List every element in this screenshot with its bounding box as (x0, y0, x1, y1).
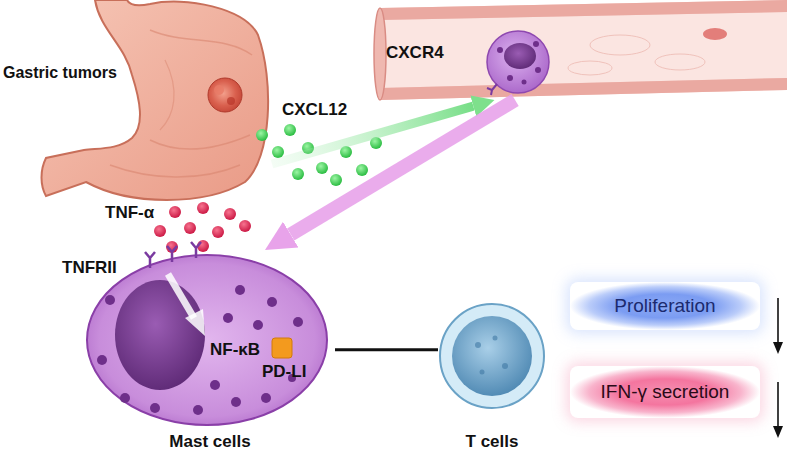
t-cell-outline (440, 304, 544, 408)
mast-cell-figure (87, 242, 327, 425)
granule (235, 285, 245, 295)
decrease-arrow (773, 342, 783, 354)
signal-arrow (185, 309, 205, 336)
cxcl12-dots (316, 162, 328, 174)
stomach-fold (110, 165, 240, 177)
vessel-texture (590, 35, 650, 55)
granule (231, 397, 241, 407)
effect-label: IFN-γ secretion (601, 381, 730, 403)
blood-vessel-figure (374, 0, 787, 100)
stomach-fold (150, 135, 250, 149)
granule (267, 297, 277, 307)
granule (497, 47, 503, 53)
cell-nucleus (504, 43, 536, 69)
tnf-dots (154, 225, 166, 237)
receptor-label: CXCR4 (386, 43, 444, 63)
molecule-label: NF-κB (210, 340, 260, 360)
cxcl12-dots (256, 129, 268, 141)
tnf-dots (169, 206, 181, 218)
granule (535, 67, 541, 73)
granule (210, 380, 220, 390)
blood-vessel: CXCR4 (375, 0, 787, 100)
tnf-dots (212, 226, 224, 238)
nucleus-texture (502, 363, 508, 369)
migration-arrow (291, 100, 515, 235)
molecule-label: PD-LI (262, 362, 306, 382)
effect-box: IFN-γ secretion (570, 366, 760, 418)
cell-label: Mast cells (85, 432, 335, 452)
t-cell: T cells (438, 304, 546, 408)
vessel-texture (655, 54, 705, 70)
granule (253, 320, 263, 330)
granule (533, 41, 539, 47)
granule (522, 80, 527, 85)
cxcl12-dots (292, 168, 304, 180)
stomach-fold (150, 30, 252, 55)
vessel-body (380, 0, 787, 100)
molecule-label: CXCL12 (282, 100, 347, 120)
nucleus-texture (475, 342, 481, 348)
cxcl12-dots (330, 174, 342, 186)
vessel-end (374, 8, 386, 100)
receptor-symbol (145, 252, 155, 268)
stomach-fold (160, 60, 174, 130)
pd-l1-symbol (272, 338, 292, 358)
decrease-arrow (773, 298, 783, 354)
stomach-outline (42, 0, 269, 200)
cxcl12-dots (356, 164, 368, 176)
cxcl12-dots (272, 146, 284, 158)
molecule-label: TNF-α (105, 203, 154, 223)
tumor (208, 78, 242, 112)
inhibition-line (335, 348, 435, 351)
granule (507, 75, 513, 81)
granule (261, 393, 271, 403)
mast-cell-outline (87, 255, 327, 425)
organ-region: Gastric tumors (40, 0, 272, 200)
granule (105, 295, 115, 305)
effect-box: Proliferation (570, 282, 760, 330)
decrease-arrow (773, 382, 783, 438)
granule (223, 313, 233, 323)
nucleus-texture (493, 336, 498, 341)
decrease-arrow (777, 382, 779, 427)
t-cell-figure (440, 304, 544, 408)
red-blood-cell (703, 28, 727, 40)
tnf-dots (239, 220, 251, 232)
granule (293, 317, 303, 327)
granule (193, 405, 203, 415)
cxcl12-dots (284, 124, 296, 136)
mast-cell: Mast cellsNF-κBPD-LI (85, 250, 335, 425)
tumor-nodule (227, 97, 235, 105)
tnf-dots (154, 202, 251, 253)
vessel-texture (568, 61, 612, 75)
cell-label: T cells (438, 432, 546, 452)
nucleus-texture (480, 370, 485, 375)
tnf-dots (197, 202, 209, 214)
granule (97, 355, 107, 365)
receptor-symbol (191, 242, 201, 258)
decrease-arrow (777, 298, 779, 343)
tnf-dots (224, 208, 236, 220)
cell-nucleus (452, 316, 532, 396)
receptor-label: TNFRII (62, 258, 117, 278)
granule (150, 403, 160, 413)
decrease-arrow (773, 426, 783, 438)
receptor-symbol (487, 84, 497, 95)
granule (120, 393, 130, 403)
vessel-wall (380, 78, 787, 100)
receptor-symbol (167, 246, 177, 262)
vessel-wall (380, 0, 787, 20)
signal-arrow (168, 274, 194, 318)
vessel-lumen (380, 12, 787, 88)
tumor-nodule (214, 85, 224, 95)
effect-label: Proliferation (614, 295, 715, 317)
tnf-dots (184, 222, 196, 234)
organ-label: Gastric tumors (3, 64, 117, 82)
cell-nucleus (115, 280, 205, 390)
stomach-figure (42, 0, 269, 200)
